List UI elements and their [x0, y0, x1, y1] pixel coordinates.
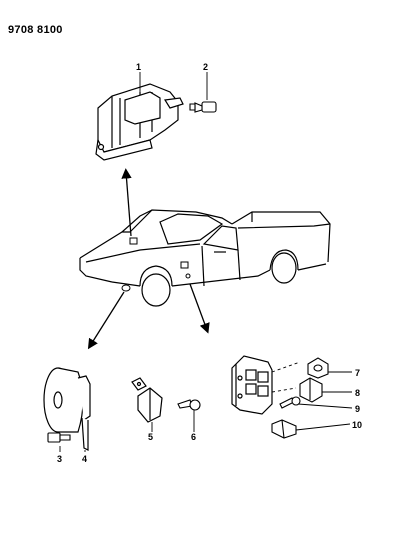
bolt-part-3: [47, 432, 71, 443]
callout-5: 5: [148, 432, 153, 442]
callout-6: 6: [191, 432, 196, 442]
diagram-code: 9708 8100: [8, 24, 63, 36]
callout-3: 3: [57, 454, 62, 464]
callout-7: 7: [355, 368, 360, 378]
callout-8: 8: [355, 388, 360, 398]
bolt-part-2: [189, 101, 217, 113]
connector-part-10: [271, 419, 297, 439]
callout-1: 1: [136, 62, 141, 72]
screw-part-9: [279, 396, 301, 409]
relay-bracket: [231, 355, 273, 415]
screw-part-6: [177, 399, 201, 411]
location-markers: [121, 237, 191, 292]
relay-part-8: [299, 377, 323, 403]
callout-arrows: [87, 168, 210, 350]
callout-10: 10: [352, 420, 362, 430]
truck-wheels: [141, 252, 297, 307]
callout-9: 9: [355, 404, 360, 414]
leader-dashes: [271, 361, 301, 393]
leader-lines: [59, 72, 353, 452]
bracket-module-part: [95, 83, 184, 161]
horn-part: [43, 367, 91, 451]
relay-part-5: [131, 377, 163, 423]
callout-2: 2: [203, 62, 208, 72]
relay-part-7: [307, 357, 329, 379]
callout-numbers: 1 2 3 4 5 6 7 8 9 10: [57, 62, 362, 464]
callout-4: 4: [82, 454, 87, 464]
pickup-truck: [79, 209, 331, 287]
